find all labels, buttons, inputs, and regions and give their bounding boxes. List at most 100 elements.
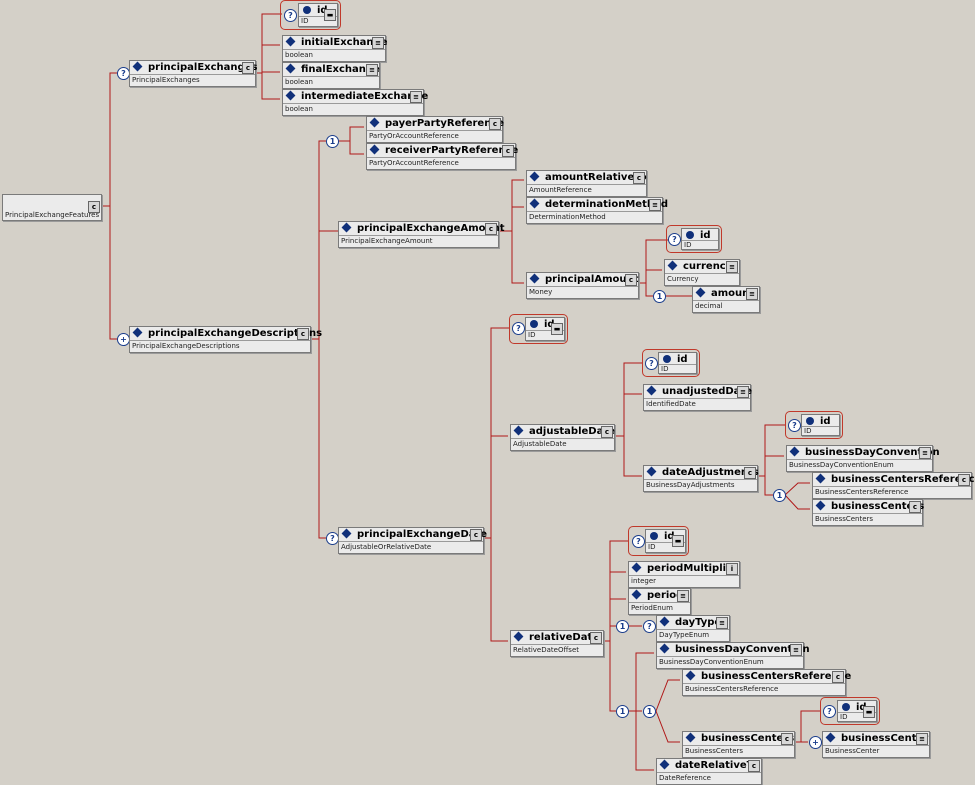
optional-badge: ? [512, 322, 525, 335]
bc-id-attribute-node[interactable]: id ID ▬ [837, 700, 877, 722]
date-id-attribute-node[interactable]: id ID ▬ [525, 317, 565, 341]
element-icon [285, 90, 296, 101]
sequence-badge: 1 [616, 620, 629, 633]
integer-type-icon: i [726, 563, 738, 575]
node-type: ID [684, 241, 692, 249]
initial-exchange-node[interactable]: initialExchange boolean ≡ [282, 35, 388, 62]
principal-exchange-descriptions-node[interactable]: principalExchangeDescriptions PrincipalE… [129, 326, 322, 353]
node-type: ID [301, 17, 309, 25]
attribute-icon [806, 417, 814, 425]
payer-party-reference-node[interactable]: payerPartyReference PartyOrAccountRefere… [366, 116, 504, 143]
element-icon [529, 171, 540, 182]
element-icon [341, 222, 352, 233]
rd-business-day-convention-node[interactable]: businessDayConvention BusinessDayConvent… [656, 642, 810, 669]
pa-id-attribute-node[interactable]: id ID [681, 228, 719, 250]
complex-type-icon: c [88, 201, 100, 213]
period-multiplier-node[interactable]: periodMultiplier integer i [628, 561, 740, 588]
attribute-icon [650, 532, 658, 540]
element-icon [825, 732, 836, 743]
principal-amount-node[interactable]: principalAmount Money c [526, 272, 639, 299]
node-type: boolean [285, 51, 313, 59]
complex-type-icon: c [633, 172, 645, 184]
da-business-day-convention-node[interactable]: businessDayConvention BusinessDayConvent… [786, 445, 940, 472]
da-id-attribute-node[interactable]: id ID [801, 414, 840, 436]
node-type: AdjustableDate [513, 440, 567, 448]
unadjusted-date-node[interactable]: unadjustedDate IdentifiedDate ≡ [643, 384, 752, 411]
relative-date-node[interactable]: relativeDate RelativeDateOffset c [510, 630, 604, 657]
element-icon [285, 36, 296, 47]
id-attribute-node[interactable]: id ID ▬ [298, 3, 338, 27]
root-node[interactable]: PrincipalExchangeFeatures c [2, 194, 102, 221]
node-type: BusinessDayConventionEnum [659, 658, 764, 666]
element-icon [646, 466, 657, 477]
attribute-icon [530, 320, 538, 328]
day-type-node[interactable]: dayType DayTypeEnum ≡ [656, 615, 730, 642]
amount-node[interactable]: amount decimal ≡ [692, 286, 760, 313]
determination-method-node[interactable]: determinationMethod DeterminationMethod … [526, 197, 668, 224]
period-node[interactable]: period PeriodEnum ≡ [628, 588, 691, 615]
node-title: relativeDate [529, 632, 600, 643]
complex-type-icon: c [909, 501, 921, 513]
intermediate-exchange-node[interactable]: intermediateExchange boolean ≡ [282, 89, 428, 116]
complex-type-icon: c [489, 118, 501, 130]
optional-badge: ? [632, 535, 645, 548]
element-icon [631, 589, 642, 600]
receiver-party-reference-node[interactable]: receiverPartyReference PartyOrAccountRef… [366, 143, 518, 170]
element-icon [815, 473, 826, 484]
attribute-icon [686, 231, 694, 239]
complex-type-icon: c [781, 733, 793, 745]
node-type: BusinessCentersReference [685, 685, 779, 693]
node-type: PartyOrAccountReference [369, 159, 459, 167]
node-type: DayTypeEnum [659, 631, 710, 639]
node-title: finalExchange [301, 64, 380, 75]
attribute-type-icon: ▬ [672, 535, 684, 547]
final-exchange-node[interactable]: finalExchange boolean ≡ [282, 62, 380, 89]
node-type: DeterminationMethod [529, 213, 606, 221]
business-center-node[interactable]: businessCenter BusinessCenter ≡ [822, 731, 930, 758]
rd-id-attribute-node[interactable]: id ID ▬ [645, 529, 686, 553]
simple-type-icon: ≡ [716, 617, 728, 629]
rd-business-centers-node[interactable]: businessCenters BusinessCenters c [682, 731, 795, 758]
node-type: ID [840, 713, 848, 721]
date-adjustments-node[interactable]: dateAdjustments BusinessDayAdjustments c [643, 465, 759, 492]
element-icon [659, 643, 670, 654]
attribute-group [820, 697, 880, 725]
amount-relative-to-node[interactable]: amountRelativeTo AmountReference c [526, 170, 647, 197]
node-type: PeriodEnum [631, 604, 673, 612]
node-type: BusinessDayConventionEnum [789, 461, 894, 469]
attribute-icon [663, 355, 671, 363]
node-title: adjustableDate [529, 426, 615, 437]
complex-type-icon: c [470, 529, 482, 541]
adjustable-date-node[interactable]: adjustableDate AdjustableDate c [510, 424, 615, 451]
principal-exchanges-node[interactable]: principalExchanges PrincipalExchanges c [129, 60, 258, 87]
da-business-centers-reference-node[interactable]: businessCentersReference BusinessCenters… [812, 472, 975, 499]
currency-node[interactable]: currency Currency ≡ [664, 259, 740, 286]
optional-badge: ? [284, 9, 297, 22]
attribute-type-icon: ▬ [551, 323, 563, 335]
node-type: PrincipalExchangeDescriptions [132, 342, 240, 350]
node-title: principalExchanges [148, 62, 258, 73]
node-type: decimal [695, 302, 723, 310]
complex-type-icon: c [958, 474, 970, 486]
node-title: businessCenter [841, 733, 929, 744]
ad-id-attribute-node[interactable]: id ID [658, 352, 697, 374]
rd-business-centers-reference-node[interactable]: businessCentersReference BusinessCenters… [682, 669, 851, 696]
node-title: id [544, 319, 555, 330]
attribute-group [280, 0, 341, 30]
attribute-group [642, 349, 700, 377]
element-icon [667, 260, 678, 271]
simple-type-icon: ≡ [366, 64, 378, 76]
element-icon [646, 385, 657, 396]
da-business-centers-node[interactable]: businessCenters BusinessCenters c [812, 499, 924, 526]
principal-exchange-amount-node[interactable]: principalExchangeAmount PrincipalExchang… [338, 221, 505, 248]
node-type: DateReference [659, 774, 711, 782]
node-type: ID [528, 331, 536, 339]
node-type: integer [631, 577, 657, 585]
node-title: principalExchangeDescriptions [148, 328, 323, 339]
complex-type-icon: c [832, 671, 844, 683]
node-type: BusinessCentersReference [815, 488, 909, 496]
principal-exchange-date-node[interactable]: principalExchangeDate AdjustableOrRelati… [338, 527, 487, 554]
element-icon [659, 759, 670, 770]
sequence-badge: 1 [326, 135, 339, 148]
